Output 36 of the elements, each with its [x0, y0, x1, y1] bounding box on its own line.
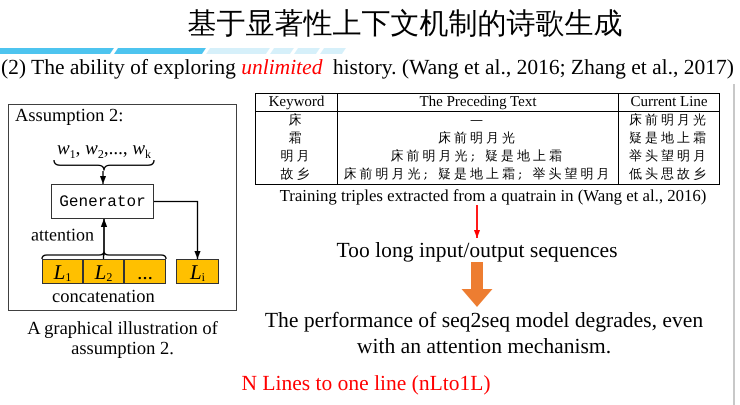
- text-label: concatenation: [52, 287, 155, 308]
- sequence-block: L$_{i}$: [176, 259, 219, 284]
- arrow: [154, 200, 201, 259]
- table-header: Keyword: [256, 94, 337, 112]
- table-cell: 床前明月光: [618, 112, 719, 130]
- intro-sentence: (2) The ability of exploring unlimited history. (Wang et al., 2016; Zhang et al., 2017): [1, 54, 734, 80]
- table-caption: Training triples extracted from a quatrain in (Wang et al., 2016): [275, 187, 711, 205]
- table-cell: 举头望明月: [618, 148, 719, 166]
- table-cell-text: 明月: [280, 148, 314, 166]
- block-arrow: [462, 262, 492, 307]
- math-label: w$_{1}$, w$_{2}$,..., w$_{k}$: [56, 139, 152, 159]
- sequence-block: ...: [124, 259, 166, 284]
- table-cell: 疑是地上霜: [618, 130, 719, 148]
- arrow: [100, 219, 167, 260]
- table-cell-text: 床: [288, 112, 306, 130]
- table-cell: 床前明月光; 疑是地上霜; 举头望明月: [337, 166, 618, 184]
- slide-title: 基于显著性上下文机制的诗歌生成: [188, 5, 622, 41]
- figure-caption: A graphical illustration of assumption 2.: [26, 319, 219, 359]
- note-text: N Lines to one line (nLto1L): [242, 371, 490, 396]
- table-header: The Preceding Text: [337, 94, 618, 112]
- table-cell: 床前明月光; 疑是地上霜: [337, 148, 618, 166]
- table-cell: 床前明月光: [337, 130, 618, 148]
- process-box: Generator: [51, 184, 154, 219]
- sequence-block: L$_{2}$: [83, 259, 124, 284]
- frame-title: Assumption 2:: [15, 106, 124, 127]
- figure-frame: [8, 104, 237, 311]
- table-cell: 低头思故乡: [618, 166, 719, 184]
- arrow: [100, 171, 106, 184]
- statement-text: Too long input/output sequences: [333, 238, 621, 262]
- table-header: Current Line: [618, 94, 719, 112]
- table-cell-text: 霜: [288, 130, 306, 148]
- arrow: [474, 205, 480, 238]
- table-cell-text: 故乡: [280, 166, 314, 184]
- sequence-block: L$_{1}$: [42, 259, 83, 284]
- statement-text: The performance of seq2seq model degrades, even with an attention mechanism.: [256, 307, 712, 359]
- table-cell: —: [337, 112, 618, 130]
